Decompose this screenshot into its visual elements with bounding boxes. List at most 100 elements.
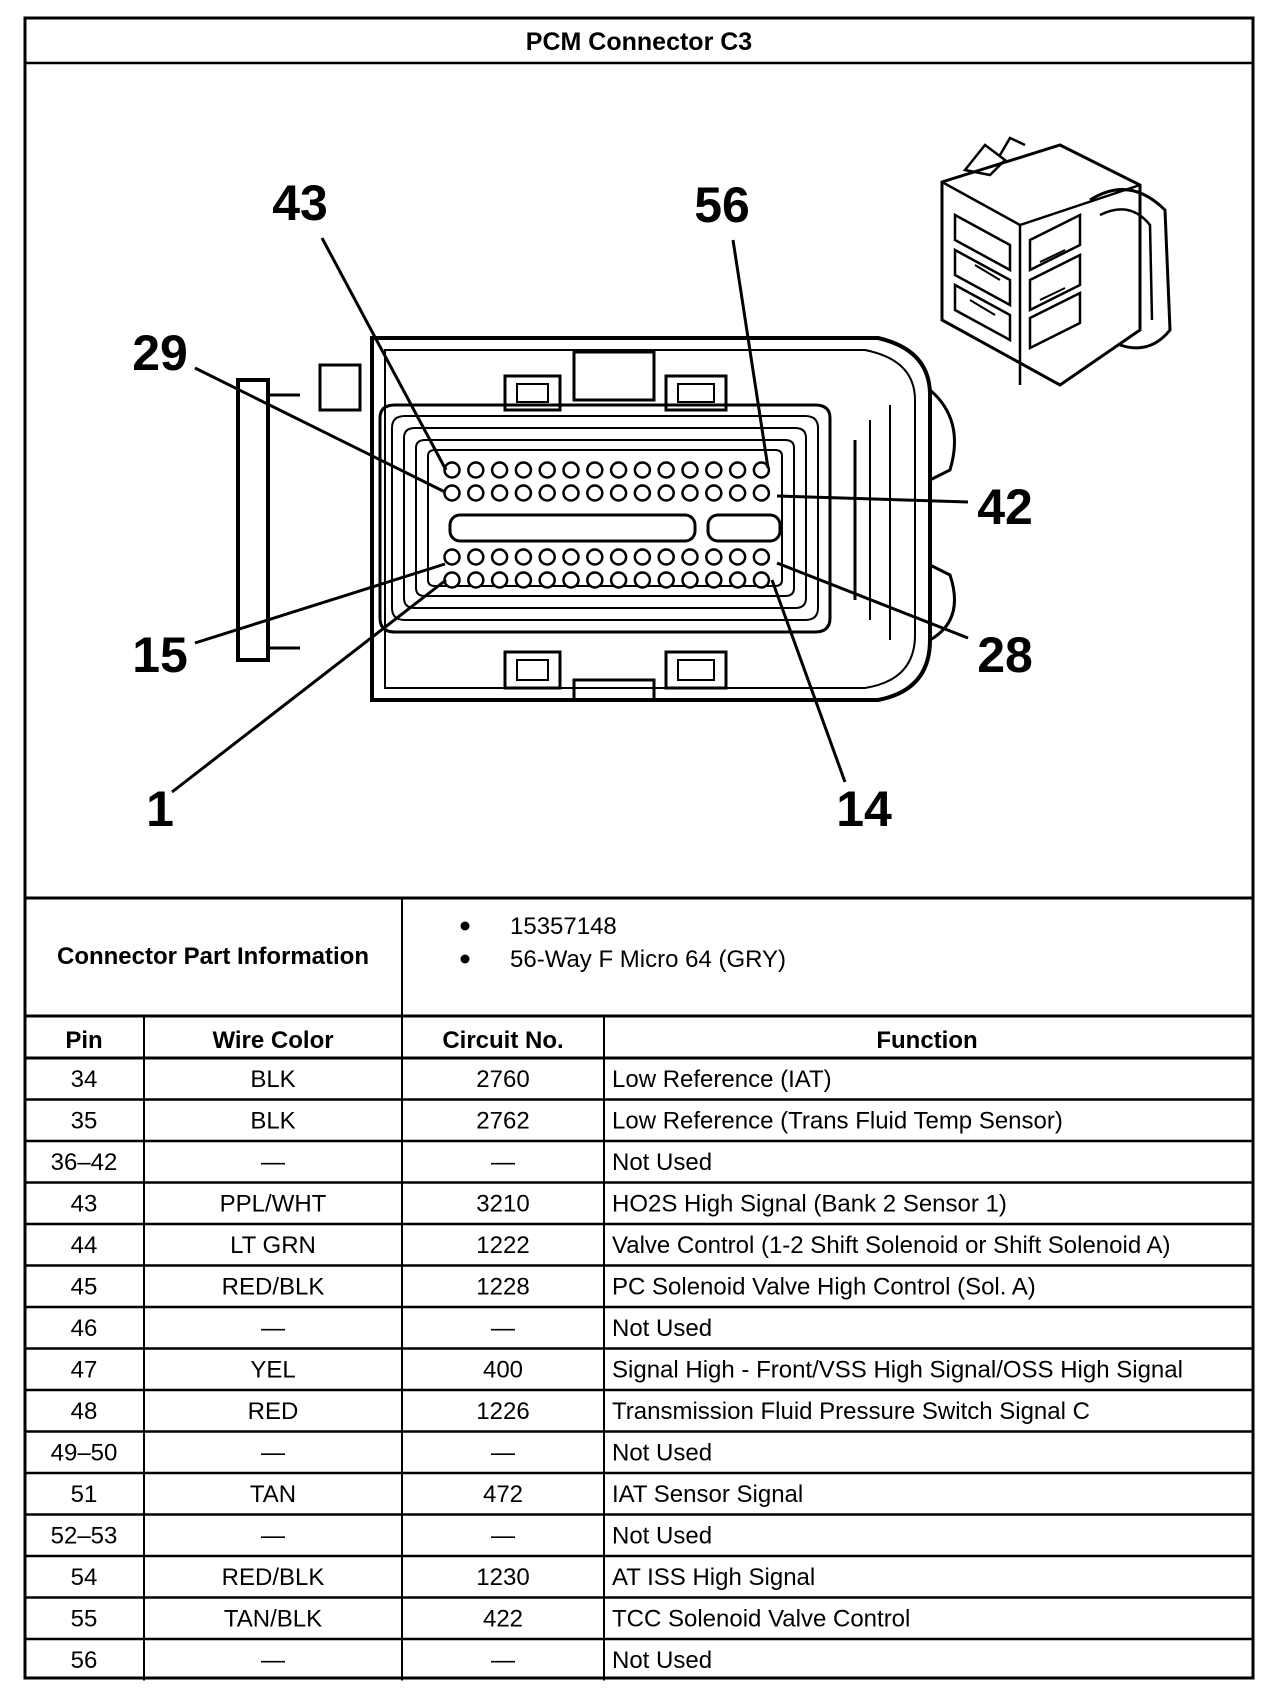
connector-3d-illustration [940, 136, 1172, 387]
callout-42: 42 [977, 479, 1033, 535]
header-circuit-no: Circuit No. [442, 1027, 563, 1054]
pin-cavity [633, 461, 652, 479]
leader-29 [194, 366, 446, 494]
circuit-cell: 2762 [476, 1108, 529, 1135]
leader-lines [171, 237, 969, 794]
wire-color-cell: RED/BLK [222, 1274, 325, 1301]
callout-14: 14 [836, 781, 892, 837]
pin-cavity [586, 548, 604, 566]
leader-14 [770, 579, 847, 783]
wire-color-cell: — [261, 1315, 285, 1342]
pin-cell: 47 [71, 1357, 98, 1384]
pin-cavity [586, 484, 604, 502]
circuit-cell: — [491, 1440, 515, 1467]
bullet-icon [460, 921, 470, 931]
pin-cavity [681, 484, 699, 502]
function-cell: Not Used [612, 1647, 712, 1674]
pin-cavity [490, 461, 509, 479]
pin-cavity [514, 484, 533, 502]
connector-part-number: 15357148 [510, 913, 617, 940]
pin-cavity [514, 461, 533, 479]
wire-color-cell: RED/BLK [222, 1564, 325, 1591]
pin-cavity [467, 571, 485, 589]
circuit-cell: 1222 [476, 1232, 529, 1259]
pin-cavity [514, 548, 533, 566]
wire-color-cell: — [261, 1647, 285, 1674]
table-row: 49–50——Not Used [51, 1440, 712, 1467]
pin-cavity [490, 484, 509, 502]
pin-cavity [586, 571, 604, 589]
pin-cavity [633, 484, 652, 502]
wire-color-cell: — [261, 1440, 285, 1467]
function-cell: Not Used [612, 1523, 712, 1550]
table-row: 56——Not Used [71, 1647, 712, 1674]
circuit-cell: — [491, 1315, 515, 1342]
header-pin: Pin [65, 1027, 102, 1054]
pin-cavity [467, 484, 485, 502]
circuit-cell: — [491, 1149, 515, 1176]
circuit-cell: 400 [483, 1357, 523, 1384]
pin-cell: 56 [71, 1647, 98, 1674]
circuit-cell: 2760 [476, 1066, 529, 1093]
leader-15 [194, 562, 446, 645]
pin-cavity [538, 548, 556, 566]
pin-cavities [443, 461, 771, 589]
wire-color-cell: TAN/BLK [224, 1606, 322, 1633]
circuit-cell: 1228 [476, 1274, 529, 1301]
leader-43 [320, 237, 448, 471]
leader-56 [731, 239, 770, 469]
table-row: 46 — — Not Used [71, 1315, 712, 1342]
callout-1: 1 [146, 781, 174, 837]
pin-cavity [562, 548, 580, 566]
pin-cell: 46 [71, 1315, 98, 1342]
pin-cavity [467, 548, 485, 566]
pin-cavity [728, 548, 747, 566]
function-cell: TCC Solenoid Valve Control [612, 1606, 910, 1633]
circuit-cell: 422 [483, 1606, 523, 1633]
pin-row-bottom [443, 571, 771, 589]
circuit-cell: 3210 [476, 1191, 529, 1218]
connector-info-label: Connector Part Information [57, 943, 369, 970]
callout-43: 43 [272, 175, 328, 231]
pin-cavity [443, 548, 461, 566]
function-cell: Not Used [612, 1315, 712, 1342]
pin-cell: 44 [71, 1232, 98, 1259]
pin-row-lower [443, 548, 771, 566]
pin-cavity [728, 484, 747, 502]
circuit-cell: 472 [483, 1481, 523, 1508]
wire-color-cell: — [261, 1149, 285, 1176]
pin-cavity [538, 571, 556, 589]
pin-cell: 54 [71, 1564, 98, 1591]
pin-cavity [752, 484, 771, 502]
pin-cavity [443, 461, 461, 479]
pin-cell: 36–42 [51, 1149, 118, 1176]
wire-color-cell: BLK [250, 1066, 295, 1093]
wire-color-cell: LT GRN [230, 1232, 316, 1259]
pin-cavity [490, 571, 509, 589]
pin-cavity [562, 461, 580, 479]
connector-face-drawing [236, 336, 956, 702]
pin-cavity [586, 461, 604, 479]
header-wire-color: Wire Color [212, 1027, 333, 1054]
pin-cavity [705, 548, 723, 566]
pin-cavity [443, 484, 461, 502]
pin-cavity [657, 548, 675, 566]
pin-cavity [467, 461, 485, 479]
pin-cavity [609, 571, 628, 589]
pin-cavity [538, 461, 556, 479]
callout-29: 29 [132, 325, 188, 381]
wire-color-cell: PPL/WHT [220, 1191, 327, 1218]
connector-description: 56-Way F Micro 64 (GRY) [510, 946, 786, 973]
pin-cavity [490, 548, 509, 566]
function-cell: AT ISS High Signal [612, 1564, 815, 1591]
callout-15: 15 [132, 627, 188, 683]
pin-cell: 51 [71, 1481, 98, 1508]
